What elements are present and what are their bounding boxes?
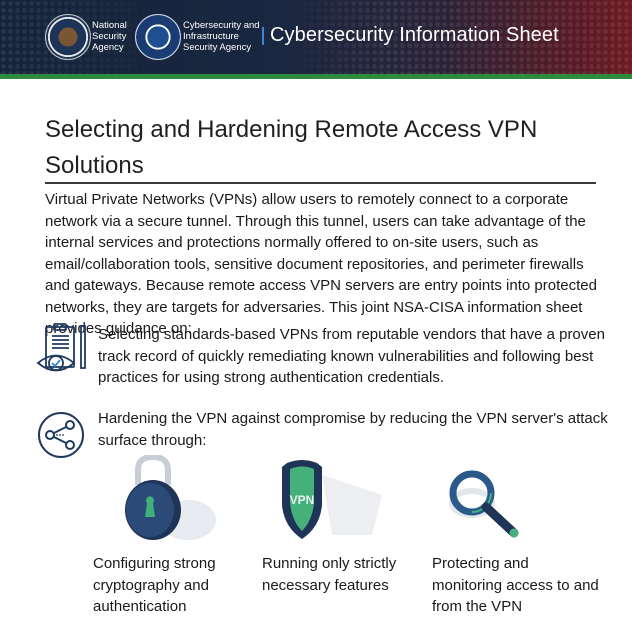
feature-cryptography: Configuring strong cryptography and auth… xyxy=(93,453,263,615)
feature-label: Protecting and monitoring access to and … xyxy=(432,555,599,615)
cisa-seal-icon xyxy=(135,14,181,60)
feature-necessary: VPN Running only strictly necessary feat… xyxy=(262,455,432,594)
header-banner: National Security Agency Cybersecurity a… xyxy=(0,0,632,74)
title-divider xyxy=(262,27,264,45)
nsa-name-line: National xyxy=(92,20,127,31)
header-accent-bar xyxy=(0,74,632,79)
document-title: Selecting and Hardening Remote Access VP… xyxy=(45,116,538,179)
feature-monitoring: Protecting and monitoring access to and … xyxy=(432,455,602,615)
nsa-name-line: Security xyxy=(92,31,127,42)
cisa-name-line: Security Agency xyxy=(183,42,252,53)
network-share-icon xyxy=(36,410,86,465)
clipboard-eye-check-icon xyxy=(36,322,92,383)
nsa-name: National Security Agency xyxy=(92,20,127,53)
magnifier-icon xyxy=(432,455,602,555)
bullet-selecting: Selecting standards-based VPNs from repu… xyxy=(98,326,605,386)
dot-pattern xyxy=(0,0,632,74)
cisa-name-line: Cybersecurity and xyxy=(183,20,260,31)
nsa-name-line: Agency xyxy=(92,42,124,53)
vpn-badge-text: VPN xyxy=(290,493,315,507)
feature-label: Configuring strong cryptography and auth… xyxy=(93,555,216,615)
padlock-icon xyxy=(93,453,263,555)
feature-label: Running only strictly necessary features xyxy=(262,555,397,594)
nsa-seal-icon xyxy=(45,14,91,60)
vpn-shield-icon: VPN xyxy=(262,455,432,555)
sheet-title: Cybersecurity Information Sheet xyxy=(270,24,559,46)
intro-paragraph: Virtual Private Networks (VPNs) allow us… xyxy=(45,191,597,337)
title-rule xyxy=(45,182,596,184)
cisa-name: Cybersecurity and Infrastructure Securit… xyxy=(183,20,260,53)
cisa-name-line: Infrastructure xyxy=(183,31,239,42)
bullet-hardening: Hardening the VPN against compromise by … xyxy=(98,410,608,449)
